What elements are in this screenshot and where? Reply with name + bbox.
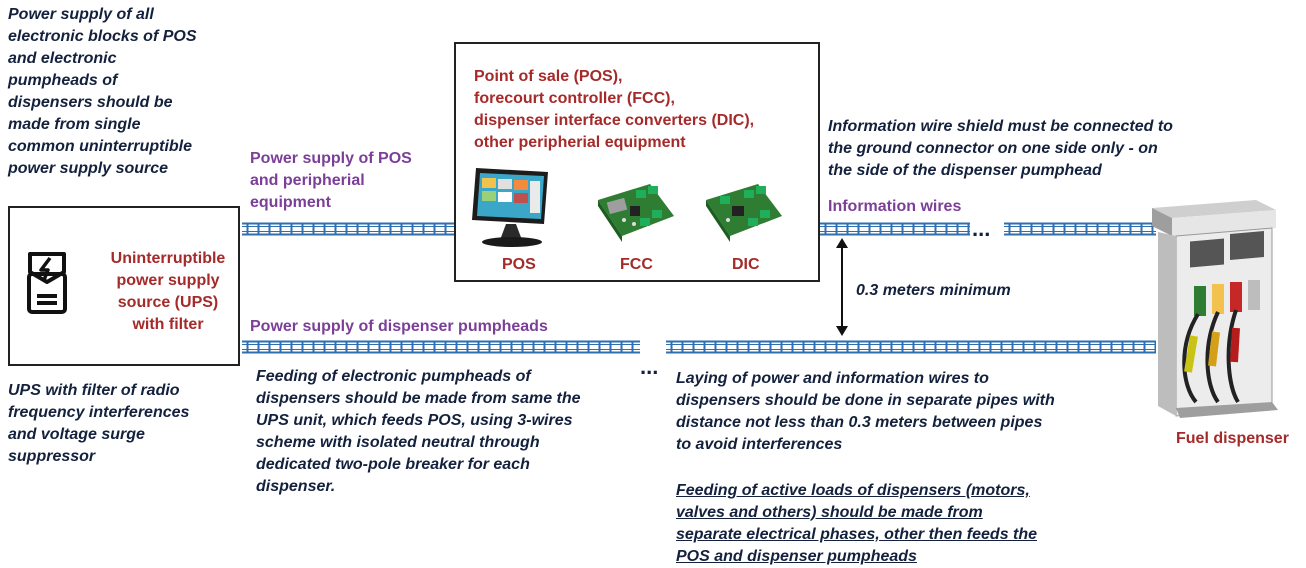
pos-terminal-icon [468, 162, 558, 257]
feeding-pumpheads-note: Feeding of electronic pumpheads of dispe… [256, 368, 581, 495]
pos-supply-pipe [242, 222, 454, 236]
fcc-device-label: FCC [620, 256, 653, 273]
fcc-board-icon [594, 176, 678, 249]
ups-box: Uninterruptible power supply source (UPS… [8, 206, 240, 366]
info-wire-ellipsis: ... [972, 216, 991, 241]
pos-device-label: POS [502, 256, 536, 273]
laying-note: Laying of power and information wires to… [676, 370, 1055, 453]
info-wires-label: Information wires [828, 198, 962, 215]
dic-board-icon [702, 176, 786, 249]
dic-device-label: DIC [732, 256, 760, 273]
fuel-dispenser-label: Fuel dispenser [1176, 430, 1289, 447]
pumphead-supply-pipe-1 [242, 340, 640, 354]
shield-note: Information wire shield must be connecte… [828, 118, 1173, 179]
ups-label: Uninterruptible power supply source (UPS… [110, 250, 226, 333]
info-wire-pipe-1 [820, 222, 970, 236]
power-supply-note: Power supply of all electronic blocks of… [8, 6, 197, 177]
pumphead-supply-pipe-2 [666, 340, 1156, 354]
pumphead-supply-ellipsis: ... [640, 354, 659, 379]
pos-box-title: Point of sale (POS), forecourt controlle… [474, 68, 755, 151]
pos-equipment-box: Point of sale (POS), forecourt controlle… [454, 42, 820, 282]
pumphead-supply-label: Power supply of dispenser pumpheads [250, 318, 548, 335]
ups-battery-icon [26, 252, 68, 319]
ups-filter-note: UPS with filter of radio frequency inter… [8, 382, 190, 465]
fuel-dispenser-icon [1138, 196, 1288, 425]
pos-supply-label: Power supply of POS and peripherial equi… [250, 150, 412, 211]
active-loads-note: Feeding of active loads of dispensers (m… [676, 482, 1038, 565]
info-wire-pipe-2 [1004, 222, 1156, 236]
distance-label: 0.3 meters minimum [856, 282, 1011, 299]
distance-arrow [834, 238, 850, 341]
